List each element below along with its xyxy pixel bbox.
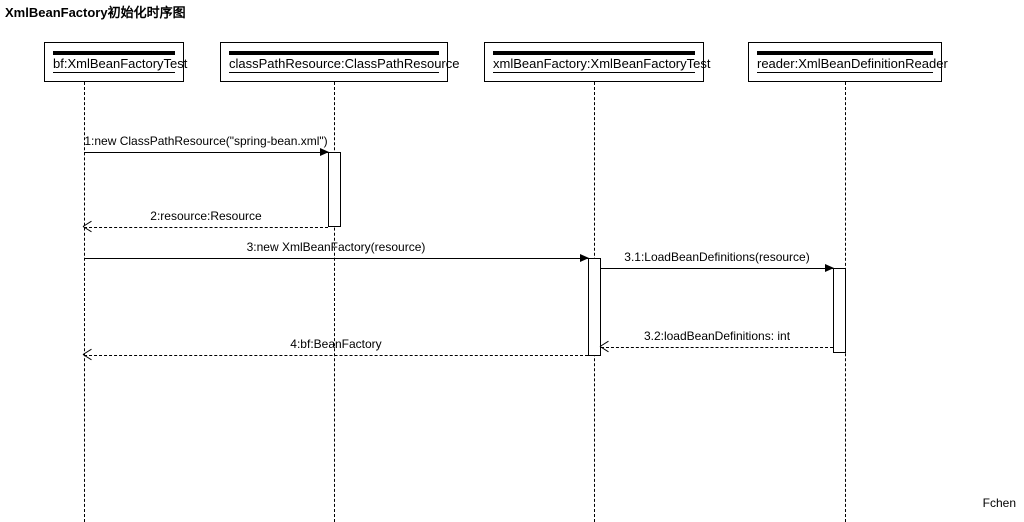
- message-line: [84, 258, 588, 259]
- message-line: [601, 347, 833, 348]
- message-line: [601, 268, 833, 269]
- lifeline-bf: [84, 82, 85, 522]
- message-line: [84, 227, 328, 228]
- lifeline-classPathResource: [334, 82, 335, 522]
- participant-bar-icon: [757, 51, 933, 55]
- activation-bar-xmlBeanFactory: [588, 258, 601, 356]
- participant-xmlBeanFactory[interactable]: xmlBeanFactory:XmlBeanFactoryTest: [484, 42, 711, 82]
- page-title: XmlBeanFactory初始化时序图: [5, 5, 186, 20]
- participant-label: bf:XmlBeanFactoryTest: [53, 56, 188, 73]
- participant-reader[interactable]: reader:XmlBeanDefinitionReader: [748, 42, 948, 82]
- message-label: 4:bf:BeanFactory: [290, 337, 382, 351]
- participant-label: reader:XmlBeanDefinitionReader: [757, 56, 948, 73]
- participant-classPathResource[interactable]: classPathResource:ClassPathResource: [220, 42, 460, 82]
- filled-arrowhead-icon: [580, 254, 589, 262]
- message-label: 3.1:LoadBeanDefinitions(resource): [624, 250, 810, 264]
- filled-arrowhead-icon: [825, 264, 834, 272]
- participant-bf[interactable]: bf:XmlBeanFactoryTest: [44, 42, 188, 82]
- message-label: 2:resource:Resource: [150, 209, 262, 223]
- participant-bar-icon: [53, 51, 175, 55]
- activation-bar-classPathResource: [328, 152, 341, 227]
- filled-arrowhead-icon: [320, 148, 329, 156]
- message-label: 3:new XmlBeanFactory(resource): [246, 240, 426, 254]
- message-line: [84, 152, 328, 153]
- open-arrowhead-icon: [82, 220, 92, 233]
- activation-bar-reader: [833, 268, 846, 353]
- footer-credit: Fchen: [982, 496, 1016, 510]
- message-line: [84, 355, 588, 356]
- message-label: 3.2:loadBeanDefinitions: int: [643, 329, 791, 343]
- participant-bar-icon: [229, 51, 439, 55]
- open-arrowhead-icon: [599, 340, 609, 353]
- participant-label: xmlBeanFactory:XmlBeanFactoryTest: [493, 56, 711, 73]
- open-arrowhead-icon: [82, 348, 92, 361]
- participant-bar-icon: [493, 51, 695, 55]
- message-label: 1:new ClassPathResource("spring-bean.xml…: [84, 134, 328, 148]
- participant-label: classPathResource:ClassPathResource: [229, 56, 460, 73]
